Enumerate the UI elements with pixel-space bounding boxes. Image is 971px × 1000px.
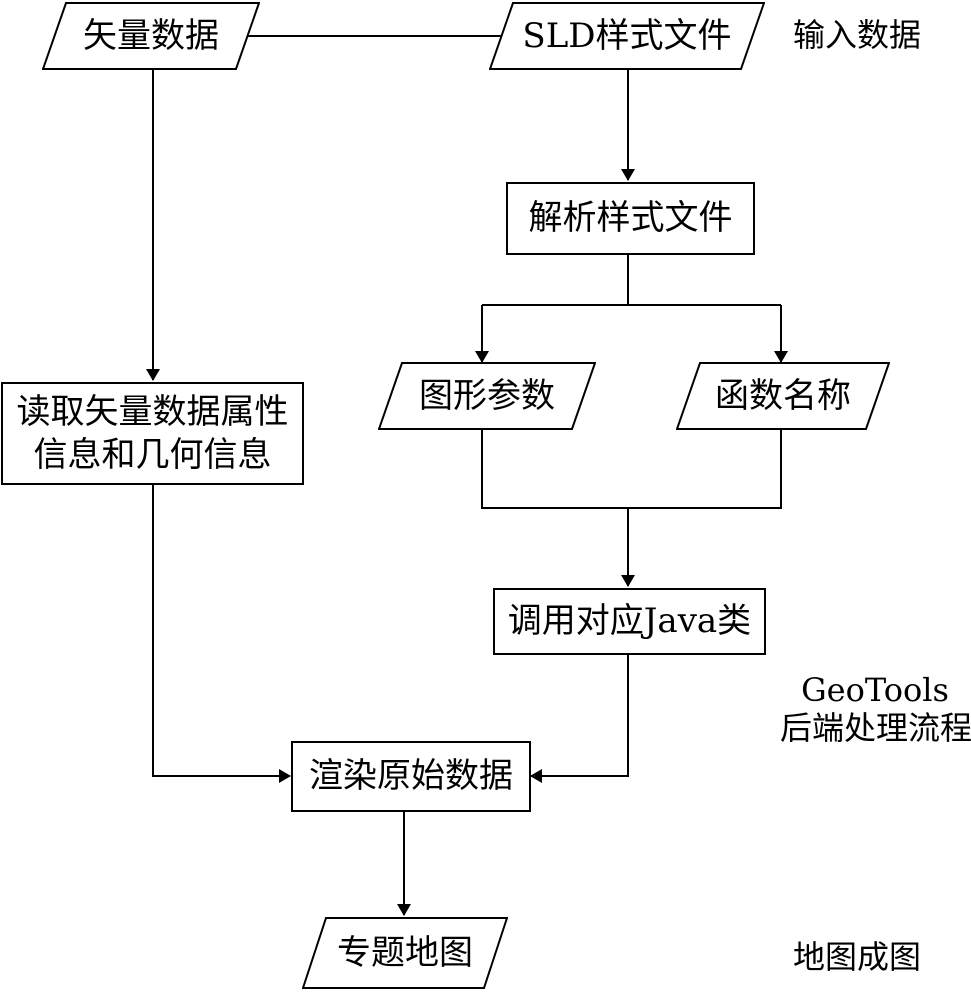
parallelogram-shape	[676, 362, 890, 430]
label-input-data-text: 输入数据	[793, 16, 922, 54]
arrow-java-to-render	[530, 655, 629, 783]
merge-left	[481, 430, 782, 509]
node-function-name: 函数名称	[676, 362, 890, 430]
node-thematic-map: 专题地图	[302, 917, 508, 989]
arrow-read-to-render	[152, 485, 291, 783]
node-sld-file-label: SLD样式文件	[522, 15, 732, 56]
label-geotools-line2: 后端处理流程	[780, 709, 971, 748]
node-vector-data: 矢量数据	[42, 2, 260, 70]
parallelogram-shape	[489, 2, 765, 70]
node-sld-file: SLD样式文件	[489, 2, 765, 70]
split-parse	[482, 255, 629, 306]
node-parse-style: 解析样式文件	[506, 182, 755, 255]
label-map-output: 地图成图	[793, 938, 921, 976]
parallelogram-shape	[42, 2, 260, 70]
label-geotools-flow: GeoTools 后端处理流程	[780, 671, 971, 748]
node-render-raw-label: 渲染原始数据	[309, 756, 513, 797]
node-graphic-params-label: 图形参数	[419, 375, 555, 416]
node-parse-style-label: 解析样式文件	[528, 198, 733, 239]
node-graphic-params: 图形参数	[378, 362, 596, 430]
node-function-name-label: 函数名称	[715, 375, 851, 416]
parallelogram-shape	[378, 362, 596, 430]
node-read-attributes-line1: 读取矢量数据属性	[16, 392, 289, 432]
parallelogram-shape	[302, 917, 508, 989]
node-thematic-map-label: 专题地图	[337, 932, 473, 973]
node-call-java-label: 调用对应Java类	[507, 601, 752, 642]
node-render-raw: 渲染原始数据	[291, 741, 531, 812]
node-vector-data-label: 矢量数据	[83, 15, 219, 56]
label-input-data: 输入数据	[793, 16, 921, 54]
node-read-attributes-line2: 信息和几何信息	[33, 434, 272, 475]
label-geotools-line1: GeoTools	[801, 671, 949, 709]
node-call-java: 调用对应Java类	[493, 588, 766, 655]
node-read-attributes: 读取矢量数据属性 信息和几何信息	[1, 382, 304, 485]
label-map-output-text: 地图成图	[793, 938, 922, 976]
